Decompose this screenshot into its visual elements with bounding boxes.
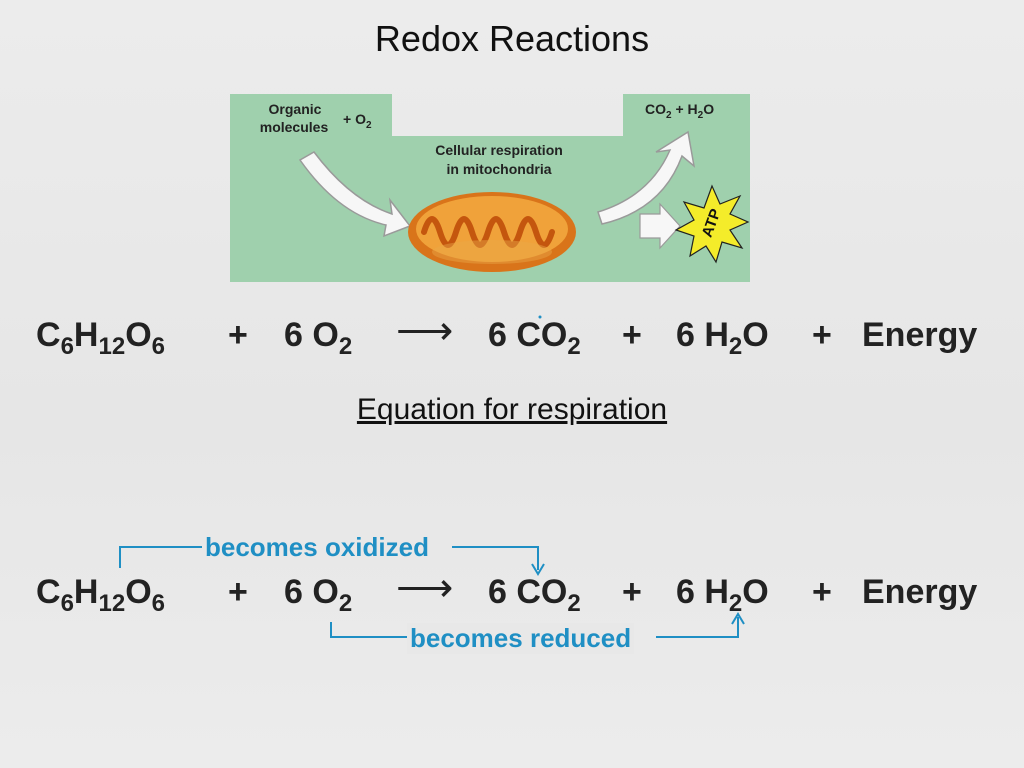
blue-dot	[538, 315, 542, 319]
reduced-bracket	[330, 612, 745, 638]
energy-term: Energy	[862, 316, 978, 354]
diagram-panel	[230, 94, 750, 282]
reaction-arrow: ⟶	[396, 309, 454, 353]
atp-arrow	[639, 202, 681, 250]
output-arrow	[597, 130, 696, 225]
respiration-equation: C6H12O6 + 6 O2 ⟶ 6 CO2 + 6 H2O + Energy	[36, 309, 996, 362]
energy-term: Energy	[862, 573, 978, 611]
plus-sign: +	[622, 316, 642, 354]
becomes-oxidized-label: becomes oxidized	[202, 532, 432, 563]
plus-sign: +	[812, 316, 832, 354]
becomes-reduced-label: becomes reduced	[407, 623, 635, 654]
co2-formula: 6 CO2	[488, 573, 581, 617]
slide-title: Redox Reactions	[374, 18, 650, 59]
input-plus-o2: + O2	[343, 111, 372, 131]
redox-equation: C6H12O6 + 6 O2 ⟶ 6 CO2 + 6 H2O + Energy	[36, 566, 996, 619]
input-label-line2: molecules	[260, 119, 329, 135]
oxygen-formula: 6 O2	[284, 316, 353, 360]
oxygen-formula: 6 O2	[284, 573, 353, 617]
glucose-formula: C6H12O6	[36, 316, 165, 360]
water-formula: 6 H2O	[676, 316, 769, 360]
input-arrow	[298, 151, 412, 238]
glucose-formula: C6H12O6	[36, 573, 165, 617]
atp-burst-icon	[674, 184, 750, 264]
equation-caption: Equation for respiration	[356, 393, 668, 426]
process-label-line1: Cellular respiration	[435, 142, 563, 158]
co2-formula: 6 CO2	[488, 316, 581, 360]
reaction-arrow: ⟶	[396, 566, 454, 610]
plus-sign: +	[812, 573, 832, 611]
mitochondrion-icon	[408, 192, 576, 272]
oxidized-bracket	[119, 546, 545, 576]
input-label-line1: Organic	[269, 101, 322, 117]
process-label-line2: in mitochondria	[447, 161, 552, 177]
plus-sign: +	[622, 573, 642, 611]
water-formula: 6 H2O	[676, 573, 769, 617]
plus-sign: +	[228, 316, 248, 354]
plus-sign: +	[228, 573, 248, 611]
output-label: CO2 + H2O	[645, 101, 714, 121]
